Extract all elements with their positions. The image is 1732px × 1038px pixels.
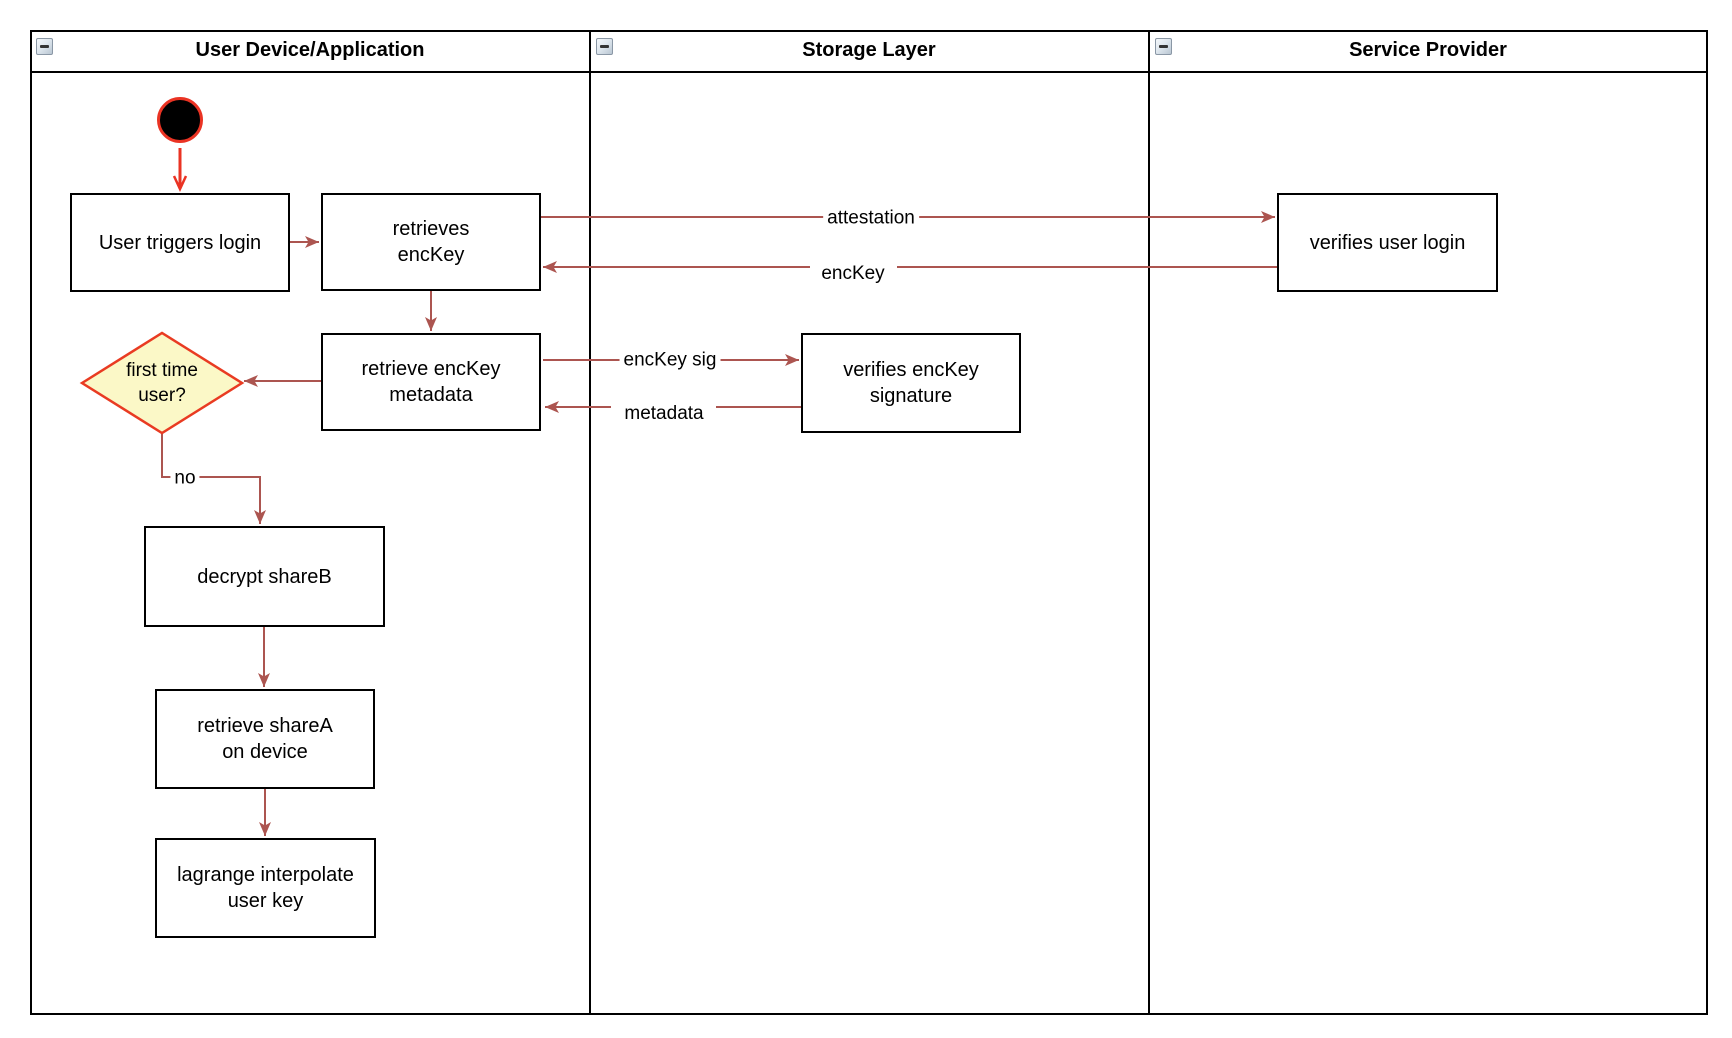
edge-label-metadata: metadata [620,403,708,424]
node-lagrange-interpolate-user-key: lagrange interpolate user key [155,838,376,938]
decision-diamond [79,331,245,435]
edge-label-enckey-sig: encKey sig [619,349,721,371]
lane-title-service-provider: Service Provider [1349,39,1507,61]
start-node-circle [157,97,203,143]
edge-label-attestation: attestation [823,207,919,229]
edge-decision-no-to-decrypt [161,433,266,524]
collapse-minus-icon[interactable] [1155,38,1172,55]
lane-title-storage-layer: Storage Layer [802,39,936,61]
lane-header-service-provider: Service Provider [1150,30,1706,71]
node-verifies-enckey-signature: verifies encKey signature [801,333,1021,433]
edge-label-enckey: encKey [817,263,889,284]
edge-label-no: no [170,467,200,489]
lane-header-storage-layer: Storage Layer [591,30,1147,71]
lane-header-underline [30,71,1708,73]
node-decrypt-shareb: decrypt shareB [144,526,385,627]
lane-title-user-device: User Device/Application [195,39,425,61]
node-retrieves-enckey: retrieves encKey [321,193,541,291]
collapse-minus-icon[interactable] [36,38,53,55]
lane-header-user-device: User Device/Application [32,30,588,71]
node-verifies-user-login: verifies user login [1277,193,1498,292]
node-user-triggers-login: User triggers login [70,193,290,292]
collapse-minus-icon[interactable] [596,38,613,55]
node-retrieve-enckey-metadata: retrieve encKey metadata [321,333,541,431]
node-retrieve-sharea-on-device: retrieve shareA on device [155,689,375,789]
lane-divider-1 [589,30,591,1015]
decision-first-time-user-label: first time user? [126,360,198,406]
lane-divider-2 [1148,30,1150,1015]
